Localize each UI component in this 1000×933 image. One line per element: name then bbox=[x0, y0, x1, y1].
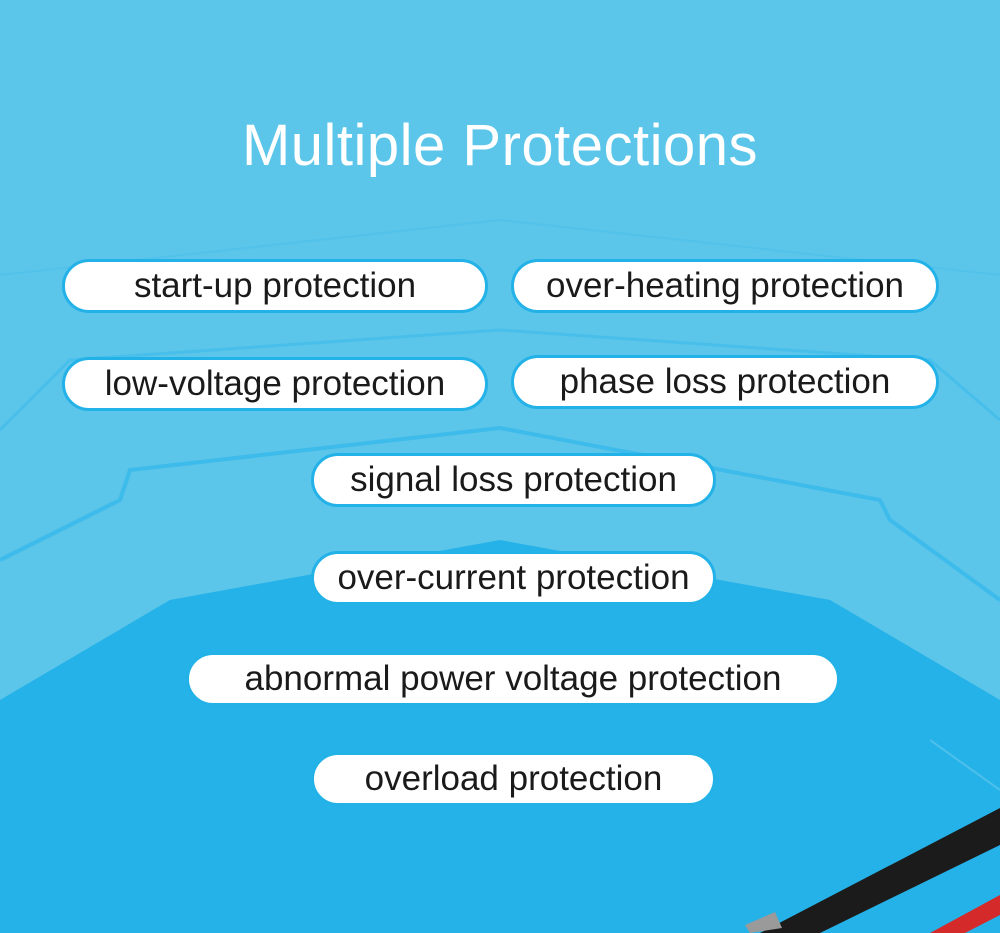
signal-loss-protection-badge: signal loss protection bbox=[311, 453, 716, 507]
phase-loss-protection-badge: phase loss protection bbox=[511, 355, 939, 409]
cable-image bbox=[745, 808, 1000, 933]
page-title: Multiple Protections bbox=[241, 113, 759, 178]
startup-protection-badge: start-up protection bbox=[62, 259, 488, 313]
abnormal-power-voltage-protection-badge: abnormal power voltage protection bbox=[186, 652, 840, 706]
overheating-protection-badge: over-heating protection bbox=[511, 259, 939, 313]
over-current-protection-badge: over-current protection bbox=[311, 551, 716, 605]
low-voltage-protection-badge: low-voltage protection bbox=[62, 357, 488, 411]
overload-protection-badge: overload protection bbox=[311, 752, 716, 806]
